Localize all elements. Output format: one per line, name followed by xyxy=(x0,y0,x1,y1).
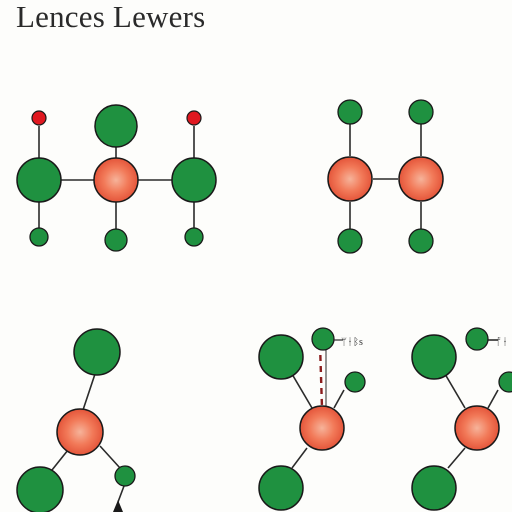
outer-atom xyxy=(94,104,138,148)
outer-atom xyxy=(411,465,457,511)
bond xyxy=(444,339,499,469)
outer-atom xyxy=(258,334,304,380)
outer-atom xyxy=(104,228,128,252)
outer-atom xyxy=(171,157,217,203)
outer-atom xyxy=(337,99,363,125)
annotation-label: ᛘᚽᛒs xyxy=(341,337,363,348)
center-atom xyxy=(398,156,444,202)
outer-atom xyxy=(337,228,363,254)
center-atom xyxy=(93,157,139,203)
wedge-bond xyxy=(113,500,123,512)
molecule-1 xyxy=(16,104,217,252)
outer-atom xyxy=(411,334,457,380)
molecule-5: ᚩᚽ xyxy=(411,327,512,511)
center-atom xyxy=(299,405,345,451)
small-red-atom xyxy=(186,110,202,126)
outer-atom xyxy=(408,228,434,254)
outer-atom xyxy=(408,99,434,125)
molecule-2 xyxy=(327,99,444,254)
outer-atom xyxy=(114,465,136,487)
page-title: Lences Lewers xyxy=(16,0,206,34)
small-red-atom xyxy=(31,110,47,126)
molecule-3 xyxy=(16,328,136,512)
outer-atom xyxy=(73,328,121,376)
annotation-label: ᚩᚽ xyxy=(496,337,508,348)
outer-atom xyxy=(498,371,512,393)
bond xyxy=(51,373,125,503)
center-atom xyxy=(327,156,373,202)
dashed-bond xyxy=(318,343,324,409)
outer-atom xyxy=(465,327,489,351)
outer-atom xyxy=(29,227,49,247)
outer-atom xyxy=(258,465,304,511)
bond xyxy=(291,373,345,469)
center-atom xyxy=(454,405,500,451)
outer-atom xyxy=(311,327,335,351)
center-atom xyxy=(56,408,104,456)
outer-atom xyxy=(184,227,204,247)
outer-atom xyxy=(16,157,62,203)
outer-atom xyxy=(344,371,366,393)
outer-atom xyxy=(16,466,64,512)
molecule-4: ᛘᚽᛒs xyxy=(258,327,366,511)
